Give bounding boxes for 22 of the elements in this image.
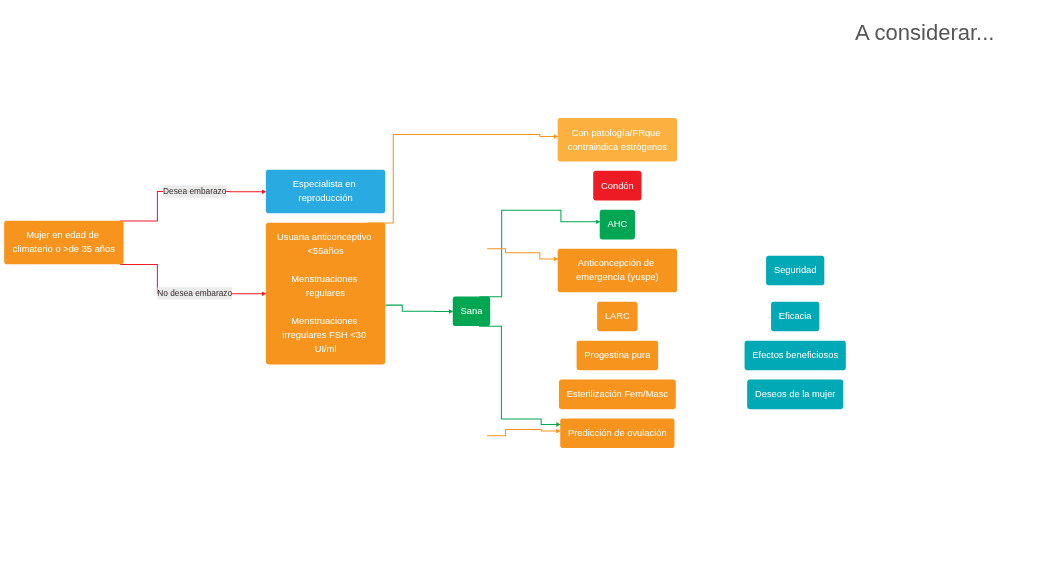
node-box: Con patología/FRque contraindica estrógenos bbox=[557, 117, 678, 162]
note-text: A considerar... bbox=[855, 20, 996, 46]
arrow bbox=[486, 248, 559, 262]
arrow bbox=[385, 304, 454, 314]
node-box: Deseos de la mujer bbox=[747, 379, 844, 410]
node-box: Esterilización Fem/Masc bbox=[558, 379, 676, 410]
node-box: LARC bbox=[597, 301, 638, 332]
node-box: Seguridad bbox=[766, 255, 825, 286]
arrow bbox=[486, 428, 561, 437]
node-box: AHC bbox=[599, 209, 635, 240]
edge-label: Desea embarazo bbox=[163, 186, 227, 196]
node-box: Eficacia bbox=[771, 301, 820, 332]
node-box: Efectos beneficiosos bbox=[744, 340, 846, 371]
edge-label: No desea embarazo bbox=[157, 288, 233, 298]
node-box: Condón bbox=[593, 170, 642, 201]
node-box: Anticoncepción de emergencia (yuspe) bbox=[557, 248, 678, 293]
node-box: Especialista en reproducción bbox=[265, 169, 386, 214]
node-box: Predicción de ovulación bbox=[560, 418, 675, 449]
node-box: Mujer en edad de climaterio o >de 35 años bbox=[4, 220, 124, 265]
node-box: Sana bbox=[452, 296, 491, 327]
node-box: Usuaria anticonceptivo <55años Menstruaciones regulares Menstruaciones irregulares FSH <30 UI/ml bbox=[265, 222, 386, 365]
node-box: Progestina pura bbox=[576, 340, 659, 371]
